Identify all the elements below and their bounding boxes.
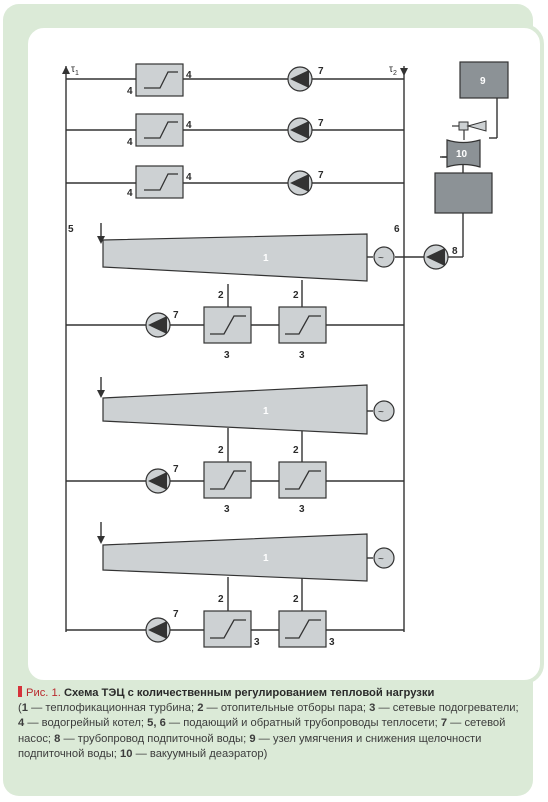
extraction-label: 2 xyxy=(218,445,224,456)
network-heater-label: 3 xyxy=(254,637,260,648)
supply-line-label: 5 xyxy=(68,224,74,235)
turbine-label: 1 xyxy=(263,553,269,564)
network-heater xyxy=(203,610,252,648)
temp-label-t1: τ1 xyxy=(71,64,79,77)
arrow-down-icon xyxy=(400,68,408,76)
pump-label: 7 xyxy=(318,170,324,181)
turbine-label: 1 xyxy=(263,253,269,264)
generator-symbol: ~ xyxy=(378,554,384,565)
extraction-label: 2 xyxy=(218,290,224,301)
network-heater xyxy=(203,461,252,499)
network-heater xyxy=(278,461,327,499)
heater-label: 4 xyxy=(186,172,192,183)
extraction-label: 2 xyxy=(218,594,224,605)
softening-unit-label: 9 xyxy=(480,76,486,87)
deaerator-tank xyxy=(434,172,493,214)
extraction-label: 2 xyxy=(293,445,299,456)
heater-label: 4 xyxy=(127,188,133,199)
network-pump-icon xyxy=(145,468,171,494)
network-heater-label: 3 xyxy=(224,504,230,515)
turbine-label: 1 xyxy=(263,406,269,417)
network-heater-label: 3 xyxy=(224,350,230,361)
makeup-pump-icon xyxy=(423,244,449,270)
turbine xyxy=(102,384,368,435)
deaerator-label: 10 xyxy=(456,149,468,160)
network-heater xyxy=(278,306,327,344)
ejector-icon xyxy=(452,120,487,140)
turbine xyxy=(102,233,368,282)
figure-caption: Рис. 1. Схема ТЭЦ с количественным регул… xyxy=(18,686,526,762)
network-pump-icon xyxy=(145,617,171,643)
chp-scheme-diagram: τ1 τ2 4 4 4 4 4 4 7 7 7 7 7 7 5 6 1 1 1 … xyxy=(62,61,509,648)
softening-unit xyxy=(459,61,509,99)
heater-label: 4 xyxy=(186,70,192,81)
generator-symbol: ~ xyxy=(378,253,384,264)
arrow-up-icon xyxy=(62,66,70,74)
network-heater-label: 3 xyxy=(299,350,305,361)
network-heater xyxy=(278,610,327,648)
temp-label-t2: τ2 xyxy=(389,64,397,77)
generator-icon xyxy=(373,246,395,268)
deaerator-head xyxy=(446,139,481,168)
pump-label: 7 xyxy=(173,464,179,475)
makeup-pipe-label: 8 xyxy=(452,246,458,257)
network-heater-label: 3 xyxy=(299,504,305,515)
pump-label: 7 xyxy=(318,66,324,77)
network-heater-label: 3 xyxy=(329,637,335,648)
network-pump-icon xyxy=(287,170,313,196)
heater-label: 4 xyxy=(127,137,133,148)
extraction-label: 2 xyxy=(293,594,299,605)
generator-icon xyxy=(373,547,395,569)
pump-label: 7 xyxy=(318,118,324,129)
network-pump-icon xyxy=(287,66,313,92)
network-pump-icon xyxy=(287,117,313,143)
caption-legend: (1 — теплофикационная турбина; 2 — отопи… xyxy=(18,702,519,760)
heater-label: 4 xyxy=(127,86,133,97)
generator-symbol: ~ xyxy=(378,407,384,418)
pump-label: 7 xyxy=(173,310,179,321)
generator-icon xyxy=(373,400,395,422)
figure-title: Схема ТЭЦ с количественным регулирование… xyxy=(63,687,435,699)
network-pump-icon xyxy=(145,312,171,338)
pump-label: 7 xyxy=(173,609,179,620)
hot-water-boiler xyxy=(135,63,184,97)
extraction-label: 2 xyxy=(293,290,299,301)
caption-marker-icon xyxy=(18,686,22,697)
return-line-label: 6 xyxy=(394,224,400,235)
heater-label: 4 xyxy=(186,120,192,131)
figure-number: Рис. 1. xyxy=(26,687,61,699)
hot-water-boiler xyxy=(135,113,184,147)
network-heater xyxy=(203,306,252,344)
hot-water-boiler xyxy=(135,165,184,199)
turbine xyxy=(102,533,368,582)
